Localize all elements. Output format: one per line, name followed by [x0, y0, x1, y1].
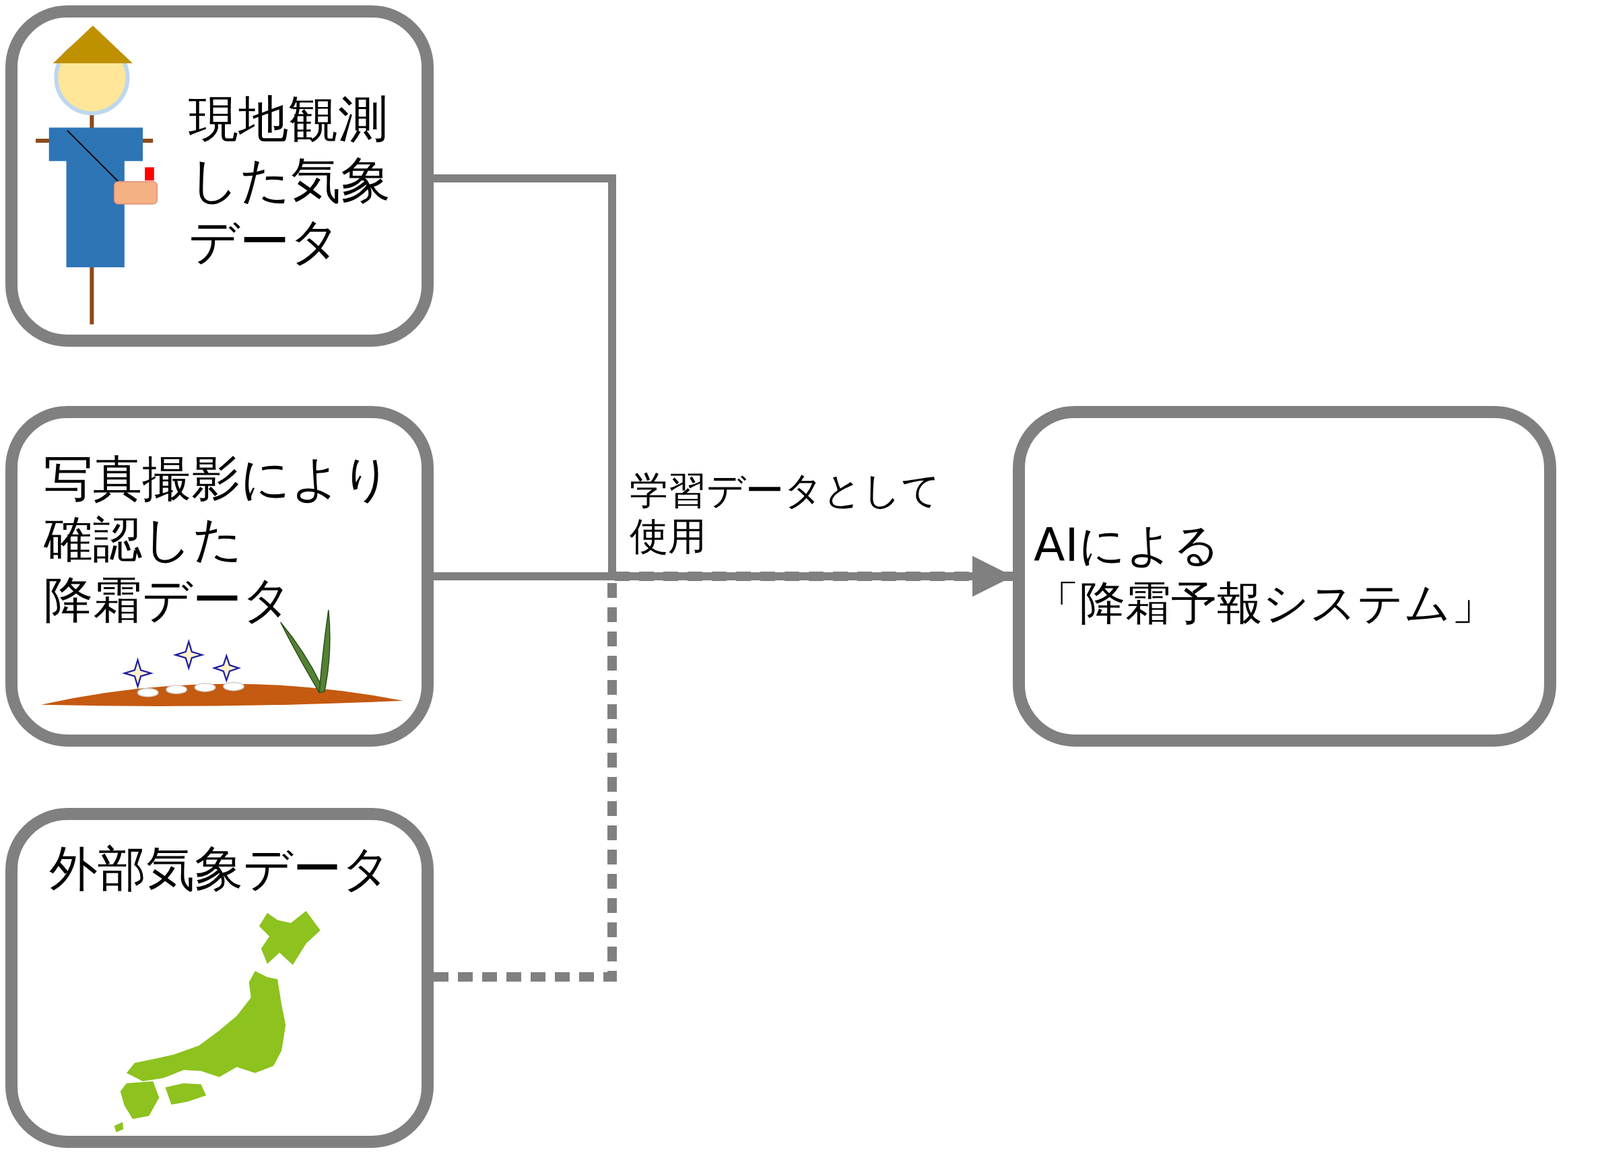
japan-map — [114, 911, 321, 1133]
data-source-box: 写真撮影により 確認した 降霜データ — [5, 406, 434, 747]
connector-arrow — [433, 178, 1013, 577]
box-label: 写真撮影により 確認した 降霜データ — [43, 448, 418, 630]
shikoku — [164, 1083, 207, 1106]
sparkle — [175, 641, 203, 669]
scarecrow-hat — [53, 25, 133, 64]
grass-leaf — [319, 610, 330, 693]
honshu — [126, 971, 286, 1082]
data-source-box: 外部気象データ — [5, 808, 434, 1149]
hokkaido — [259, 911, 321, 965]
scarecrow — [35, 25, 157, 325]
box-label: 外部気象データ — [49, 839, 418, 899]
sparkle — [124, 659, 151, 687]
edge-label: 学習データとして 使用 — [626, 467, 971, 560]
system-box: AIによる 「降霜予報システム」 — [1012, 406, 1557, 747]
frost-dot — [223, 682, 244, 691]
sparkle — [214, 655, 239, 681]
grass-leaf — [280, 622, 324, 693]
bag-strap — [67, 130, 125, 188]
sensor-light — [144, 167, 155, 181]
optional-connector — [433, 576, 1013, 978]
sado — [245, 1016, 254, 1027]
frost-dot — [194, 683, 215, 692]
box-label: 現地観測 した気象 データ — [188, 88, 418, 273]
island — [114, 1122, 124, 1133]
kyushu — [120, 1081, 160, 1120]
data-source-box: 現地観測 した気象 データ — [5, 5, 434, 347]
connector-arrow — [433, 572, 1013, 581]
soil — [41, 684, 404, 707]
frost-dot — [138, 688, 159, 697]
sensor-bag — [114, 181, 158, 205]
frost-dot — [166, 685, 187, 694]
box-label: AIによる 「降霜予報システム」 — [1033, 516, 1520, 633]
